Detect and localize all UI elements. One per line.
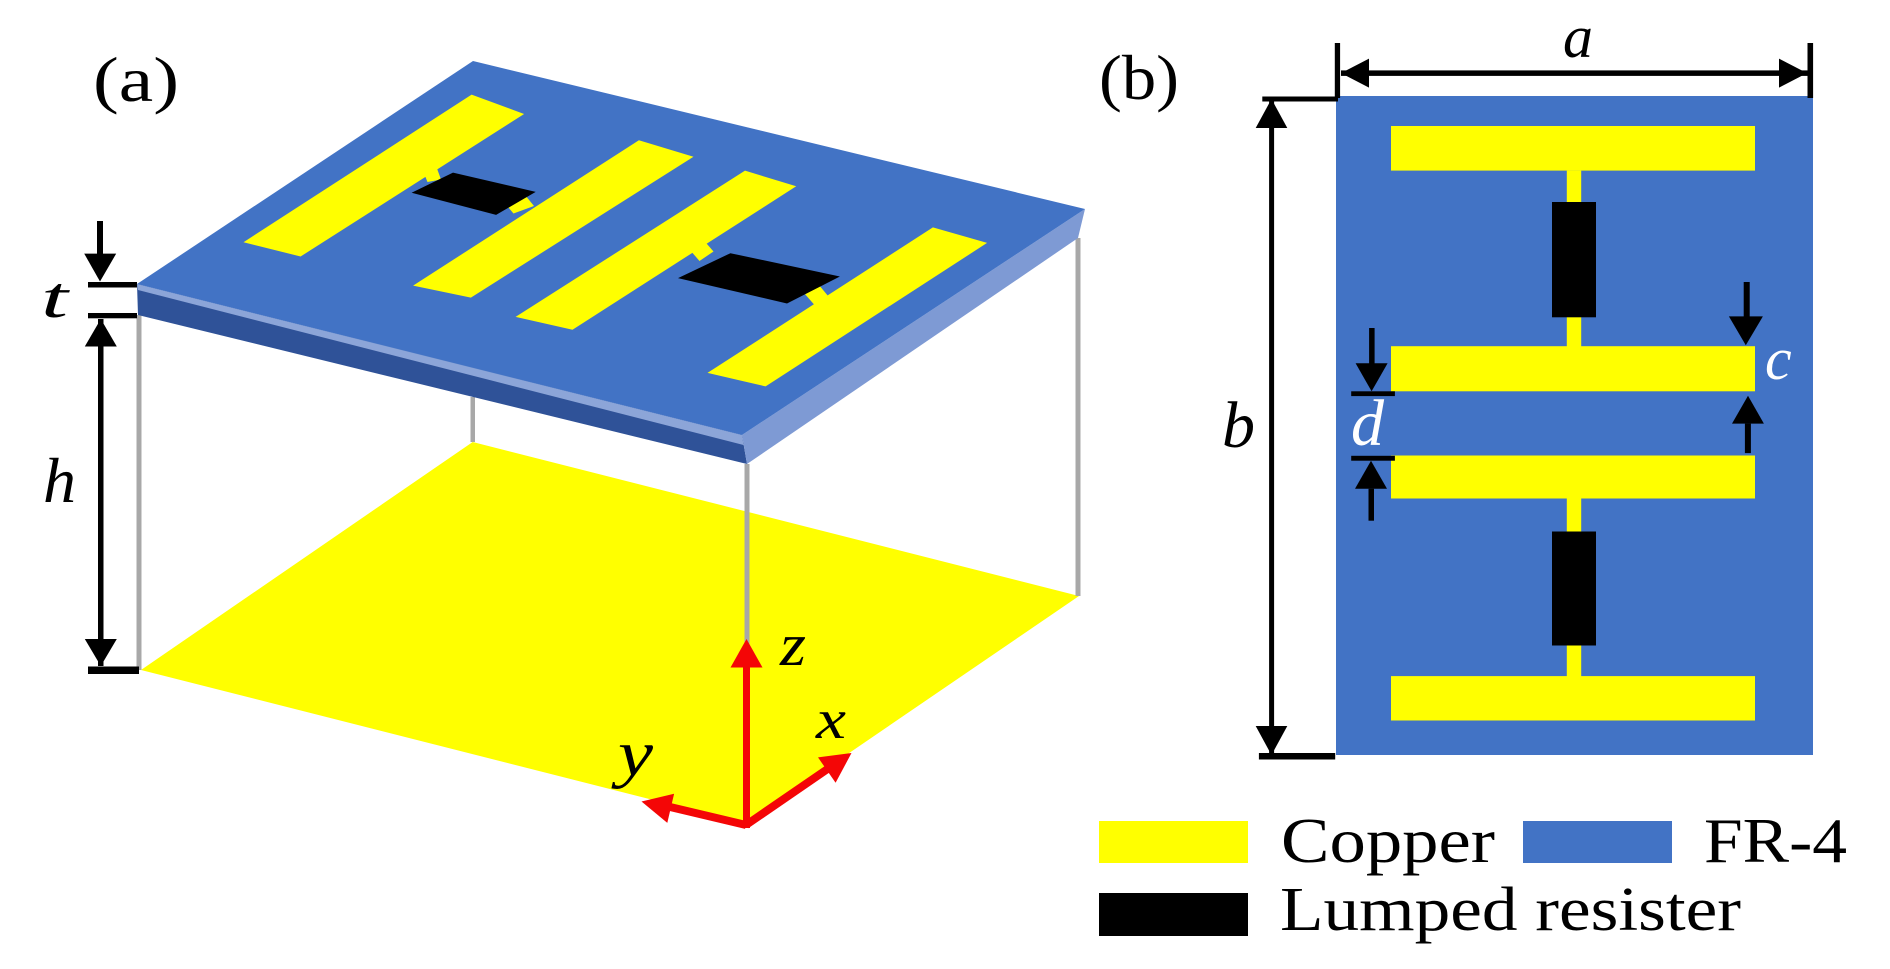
svg-text:y: y xyxy=(611,718,653,790)
svg-text:(a): (a) xyxy=(93,44,179,115)
svg-text:Copper: Copper xyxy=(1281,805,1495,876)
svg-text:FR-4: FR-4 xyxy=(1704,805,1847,876)
svg-text:x: x xyxy=(815,689,846,751)
svg-text:c: c xyxy=(1765,326,1792,392)
svg-text:h: h xyxy=(43,445,76,516)
svg-text:d: d xyxy=(1351,387,1385,460)
svg-text:t: t xyxy=(41,265,71,330)
svg-text:z: z xyxy=(779,612,806,678)
svg-text:(b): (b) xyxy=(1099,42,1179,113)
svg-text:b: b xyxy=(1222,389,1255,462)
svg-text:a: a xyxy=(1563,4,1593,70)
svg-text:Lumped resister: Lumped resister xyxy=(1280,876,1741,944)
